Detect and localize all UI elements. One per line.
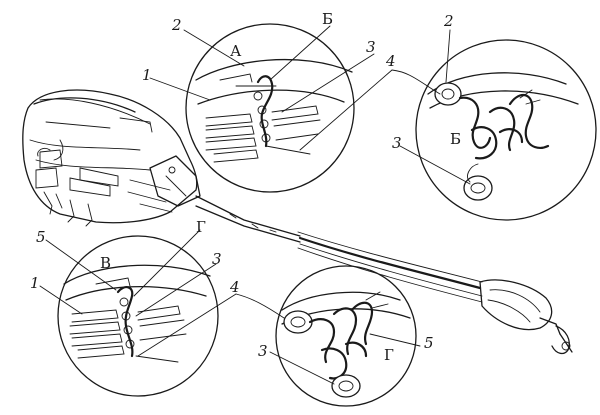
- label-3-g: 3: [258, 342, 268, 360]
- label-1-v: 1: [30, 274, 40, 292]
- detail-circle-a: [185, 23, 355, 193]
- label-2-b: 2: [443, 12, 454, 30]
- label-5-g: 5: [424, 334, 434, 352]
- callout-labels: 2 А Б 3 1 4 2 3 Б 5 В Г 3 1 4 3 Г 5: [30, 10, 461, 364]
- detail-circle-g: [275, 265, 417, 407]
- label-4-a: 4: [385, 52, 396, 70]
- label-3-v: 3: [212, 250, 222, 268]
- suspension-lines: [195, 195, 483, 303]
- leader-lines: [39, 25, 471, 385]
- label-letter-g: Г: [384, 346, 394, 364]
- canopy-pack: [22, 89, 201, 227]
- label-4-v: 4: [229, 278, 240, 296]
- snap-hook: [539, 317, 573, 355]
- label-3-b: 3: [392, 134, 402, 152]
- detail-circle-b: [415, 39, 597, 221]
- label-letter-a: А: [230, 42, 242, 60]
- label-letter-b-a: Б: [322, 10, 333, 28]
- riser-connector: [479, 279, 553, 331]
- detail-circle-v: [57, 235, 219, 397]
- label-5-v: 5: [36, 228, 46, 246]
- label-letter-b: Б: [450, 130, 461, 148]
- label-letter-v: В: [100, 254, 111, 272]
- label-1-a: 1: [142, 66, 152, 84]
- label-3-a: 3: [366, 38, 376, 56]
- label-letter-g-v: Г: [196, 218, 206, 236]
- label-2-a: 2: [171, 16, 182, 34]
